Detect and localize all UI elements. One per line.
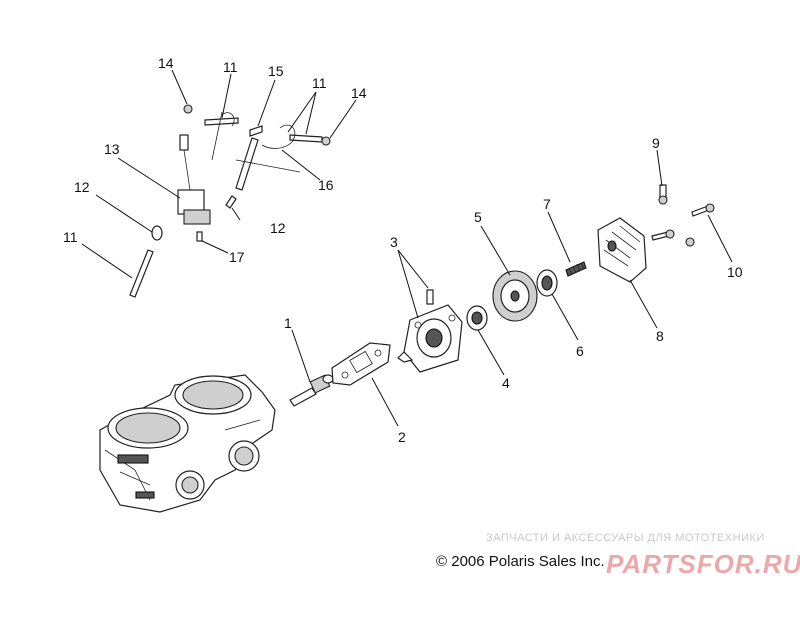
part-17-screw [196, 231, 203, 242]
callout-12-right: 12 [270, 220, 286, 236]
callout-17: 17 [229, 249, 245, 265]
cylinder-block [99, 374, 276, 513]
part-9-bolt [658, 184, 668, 205]
part-11-tubes [129, 117, 323, 298]
part-14-caps [183, 104, 331, 146]
callout-11-bottom: 11 [63, 229, 78, 245]
copyright-text: 2006 Polaris Sales Inc. [451, 553, 605, 570]
part-7-spring [565, 261, 587, 277]
callout-13: 13 [104, 141, 120, 157]
part-2-gasket [331, 342, 391, 386]
callout-4: 4 [502, 375, 510, 391]
callout-2: 2 [398, 429, 406, 445]
callout-12-left: 12 [74, 179, 90, 195]
callout-1: 1 [284, 315, 292, 331]
callout-11-top: 11 [223, 59, 238, 75]
watermark-tagline: ЗАПЧАСТИ И АКСЕССУАРЫ ДЛЯ МОТОТЕХНИКИ [486, 532, 765, 544]
callout-8: 8 [656, 328, 664, 344]
callout-14-right: 14 [351, 85, 367, 101]
part-8-pump-cover [597, 217, 647, 283]
callout-7: 7 [543, 196, 551, 212]
leader-lines [81, 69, 733, 427]
callout-16: 16 [318, 177, 334, 193]
part-5-impeller [492, 270, 538, 322]
part-10-bolts [651, 203, 715, 247]
part-6-bearing [536, 269, 558, 297]
callout-numbers: 1 2 3 4 5 6 7 8 9 10 11 11 11 12 12 13 1… [63, 55, 743, 445]
part-13-valve [177, 134, 211, 225]
part-4-seal [466, 305, 488, 331]
callout-10: 10 [727, 264, 743, 280]
callout-11-right: 11 [312, 75, 327, 91]
part-12-clamps [151, 195, 237, 241]
callout-9: 9 [652, 135, 660, 151]
callout-15: 15 [268, 63, 284, 79]
callout-3: 3 [390, 234, 398, 250]
copyright-notice: © 2006 Polaris Sales Inc. [436, 553, 605, 570]
copyright-symbol: © [436, 553, 448, 570]
callout-14-left: 14 [158, 55, 174, 71]
part-1-sensor [289, 374, 334, 407]
callout-5: 5 [474, 209, 482, 225]
callout-6: 6 [576, 343, 584, 359]
part-15-fitting [249, 125, 263, 137]
part-3-pump-housing [397, 289, 463, 373]
watermark-logo: PARTSFOR.RU [606, 549, 800, 579]
part-16-hose-loop [211, 111, 301, 173]
